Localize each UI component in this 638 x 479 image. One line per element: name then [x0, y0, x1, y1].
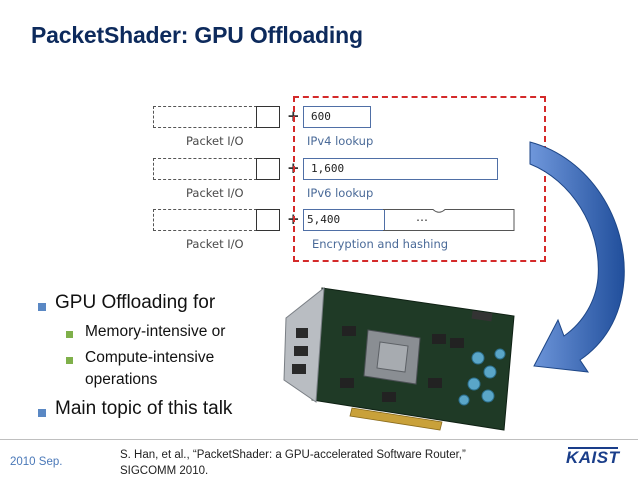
sub-bullet-compute: Compute-intensive [85, 349, 215, 366]
bullet-gpu-offloading: GPU Offloading for [55, 292, 216, 313]
ellipsis-text: … [416, 210, 428, 224]
logo-accent [568, 447, 618, 449]
bullet-marker-1 [38, 303, 46, 311]
curved-arrow-icon [529, 141, 625, 373]
sub-bullet-compute-cont: operations [85, 371, 158, 388]
value-box-encryption: 5,400 [303, 209, 385, 231]
reference-line-2: SIGCOMM 2010. [120, 465, 209, 477]
footer-divider [0, 439, 638, 440]
gpu-card-image [283, 286, 515, 431]
value-box-ipv4: 600 [303, 106, 371, 128]
task-label-ipv6: IPv6 lookup [307, 186, 374, 200]
reference-line-1: S. Han, et al., “PacketShader: a GPU-acc… [120, 449, 466, 461]
task-label-ipv4: IPv4 lookup [307, 134, 374, 148]
packet-io-label-2: Packet I/O [186, 186, 244, 200]
gpu-offload-region [293, 96, 546, 262]
packet-io-box-1 [256, 106, 280, 128]
value-box-ipv6: 1,600 [303, 158, 498, 180]
packet-io-bar-3 [153, 209, 257, 231]
packet-io-box-2 [256, 158, 280, 180]
packet-io-label-1: Packet I/O [186, 134, 244, 148]
footer-date: 2010 Sep. [10, 456, 63, 468]
kaist-logo: KAIST [566, 448, 620, 467]
task-label-encryption: Encryption and hashing [312, 237, 449, 251]
footer-reference: S. Han, et al., “PacketShader: a GPU-acc… [120, 447, 540, 479]
packet-io-box-3 [256, 209, 280, 231]
sub-bullet-marker-1 [66, 331, 73, 338]
bullet-main-topic: Main topic of this talk [55, 398, 233, 419]
packet-io-bar-1 [153, 106, 257, 128]
packet-io-bar-2 [153, 158, 257, 180]
bullet-marker-2 [38, 409, 46, 417]
sub-bullet-marker-2 [66, 357, 73, 364]
sub-bullet-memory: Memory-intensive or [85, 323, 226, 340]
packet-io-label-3: Packet I/O [186, 237, 244, 251]
slide-title: PacketShader: GPU Offloading [31, 22, 363, 48]
continuation-bar-outline [383, 209, 515, 231]
